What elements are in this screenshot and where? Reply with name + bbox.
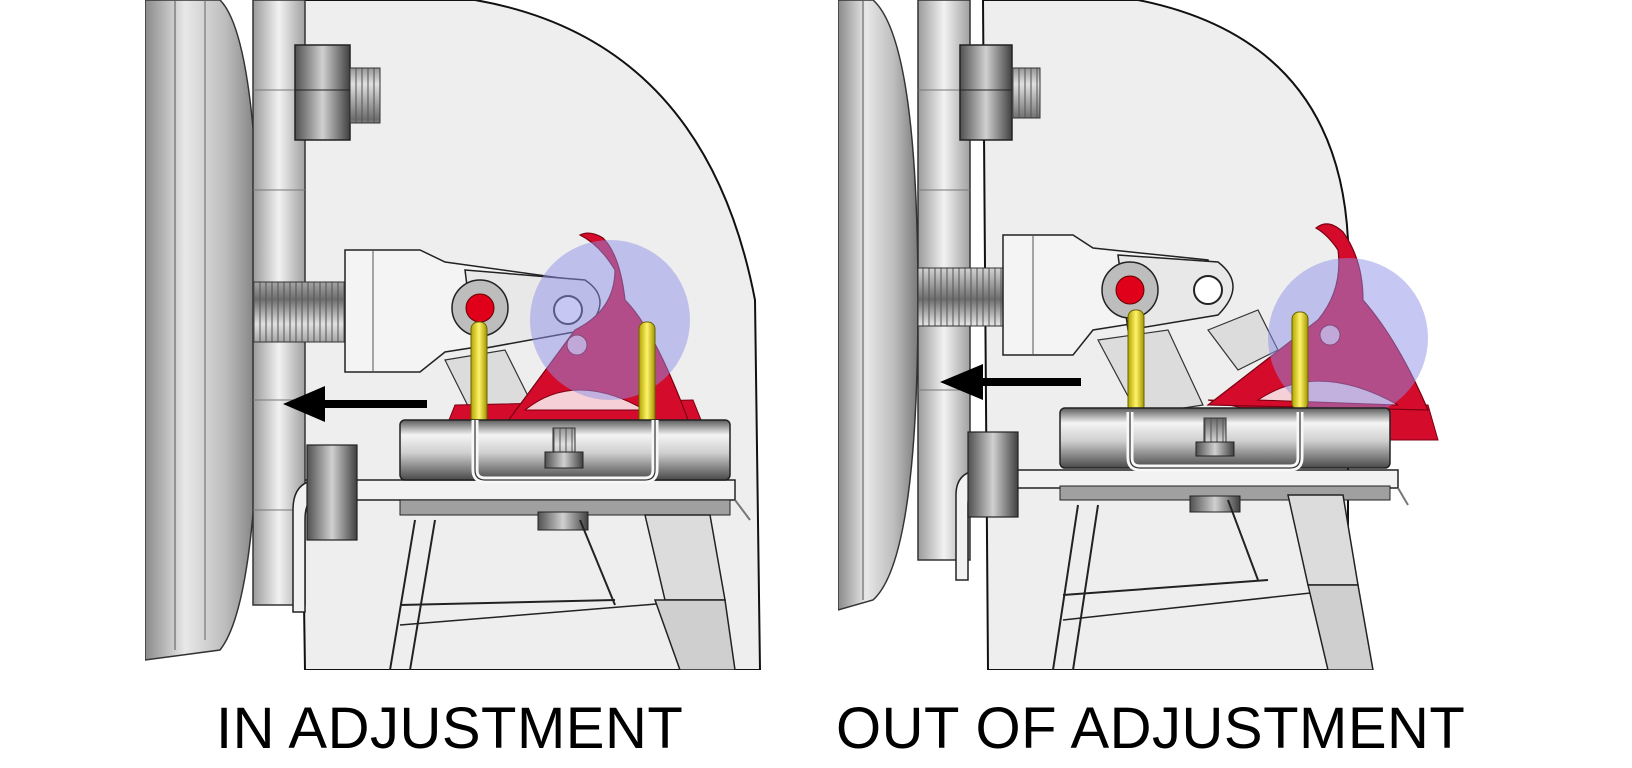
highlight-circle <box>530 240 690 400</box>
pin-left <box>470 321 488 428</box>
brake-drum <box>145 0 261 661</box>
adjuster-thread <box>917 267 1004 327</box>
diagram-out-of-adjustment <box>838 0 1458 670</box>
caption-in-adjustment: IN ADJUSTMENT <box>216 696 684 761</box>
left-arrow-icon <box>283 386 427 422</box>
pin-right <box>1291 311 1309 411</box>
lever-hole <box>1193 275 1223 305</box>
pin-left <box>1127 309 1145 414</box>
pin-right <box>638 321 656 428</box>
caption-out-of-adjustment: OUT OF ADJUSTMENT <box>836 696 1466 761</box>
diagram-in-adjustment <box>145 0 765 670</box>
pivot-bolt <box>465 293 495 323</box>
hex-nut <box>294 44 351 141</box>
brake-drum <box>838 0 919 611</box>
pivot-bolt <box>1115 275 1145 305</box>
hex-nut <box>959 44 1013 141</box>
stud-thread <box>1011 67 1041 119</box>
adjuster-thread <box>252 281 354 343</box>
stud-thread <box>349 67 381 124</box>
left-arrow-icon <box>940 364 1081 400</box>
